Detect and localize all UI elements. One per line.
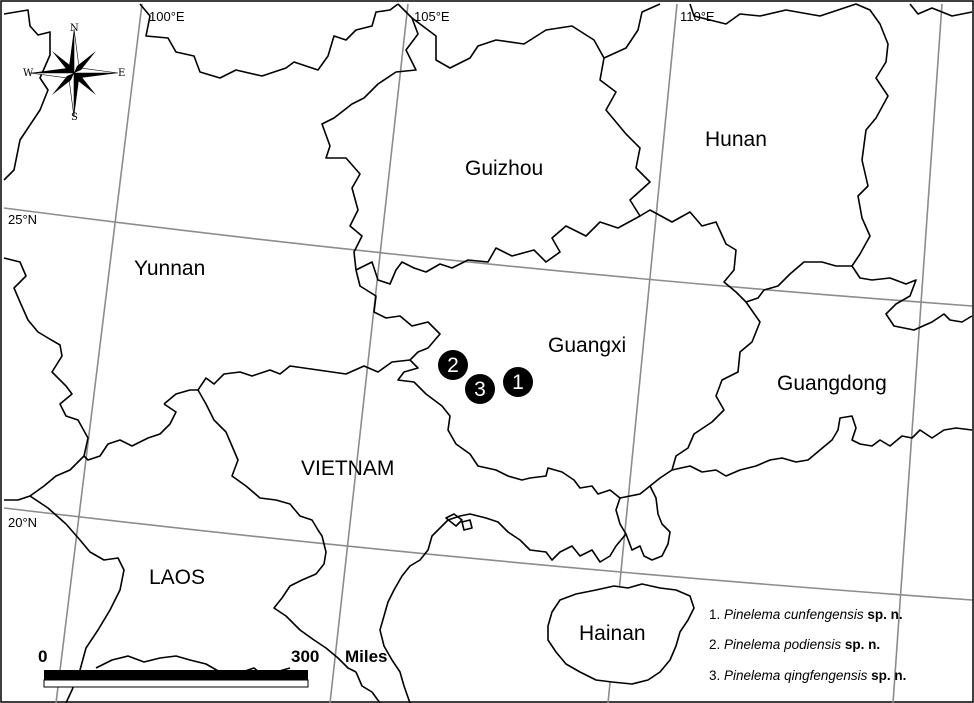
legend-number: 3.: [709, 668, 721, 683]
border-yunnan-vietnam: [163, 359, 411, 405]
islet-2: [461, 519, 473, 531]
coast-vietnam: [379, 497, 627, 703]
border-north-right: [909, 3, 973, 17]
border-laos-south: [29, 495, 125, 703]
legend-item-1: 1. Pinelema cunfengensis sp. n.: [709, 608, 903, 622]
legend-suffix: sp. n.: [844, 637, 881, 652]
border-hunan-guangxi: [639, 209, 852, 303]
parallel-20n: [3, 507, 973, 601]
scale-end-label: 300: [291, 647, 320, 666]
hainan-island: [547, 583, 695, 685]
compass-east-label: E: [118, 68, 126, 79]
compass-north-label: N: [70, 23, 79, 34]
legend-genus: Pinelema: [724, 668, 781, 683]
legend-suffix: sp. n.: [871, 668, 907, 683]
border-north-1: [139, 3, 399, 79]
parallel-20n-label: 20°N: [8, 515, 38, 530]
scale-bar: [43, 670, 309, 688]
legend-item-3: 3. Pinelema qingfengensis sp. n.: [709, 669, 906, 683]
compass-west-label: W: [23, 68, 34, 79]
legend-genus: Pinelema: [724, 607, 781, 622]
meridian-105e-label: 105°E: [414, 9, 450, 24]
border-north-2: [321, 3, 419, 271]
coastlines: [379, 415, 973, 703]
region-label-vietnam: VIETNAM: [301, 457, 395, 480]
legend-species: podiensis: [784, 637, 842, 652]
border-guangxi-guangdong: [619, 301, 761, 499]
region-label-guangdong: Guangdong: [777, 372, 887, 395]
locality-marker-1: 1: [503, 367, 533, 397]
legend-species: cunfengensis: [784, 607, 864, 622]
legend-suffix: sp. n.: [867, 607, 903, 622]
meridian-100e: [55, 3, 143, 703]
graticule: [3, 3, 973, 703]
border-laos-east: [355, 671, 381, 703]
legend-number: 1.: [709, 607, 721, 622]
scale-start-label: 0: [38, 647, 48, 666]
meridian-105e: [329, 3, 409, 703]
locality-marker-3: 3: [465, 374, 495, 404]
border-vietnam-laos: [197, 389, 357, 673]
meridian-110e-label: 110°E: [680, 9, 715, 24]
region-label-yunnan: Yunnan: [134, 257, 206, 280]
border-yunnan-laos: [83, 403, 177, 461]
region-label-laos: LAOS: [149, 566, 206, 589]
meridian-100e-label: 100°E: [149, 9, 185, 24]
region-label-guizhou: Guizhou: [465, 157, 544, 180]
border-west-lower: [3, 257, 89, 501]
region-label-hainan: Hainan: [579, 622, 646, 645]
legend-species: qingfengensis: [784, 668, 868, 683]
coast-guangdong: [625, 485, 671, 561]
region-label-hunan: Hunan: [705, 128, 767, 151]
compass-south-label: S: [71, 112, 78, 123]
islet-1: [445, 513, 463, 527]
legend-item-2: 2. Pinelema podiensis sp. n.: [709, 638, 880, 652]
border-hunan: [603, 3, 661, 59]
region-label-guangxi: Guangxi: [548, 334, 627, 357]
legend-genus: Pinelema: [724, 637, 781, 652]
legend-number: 2.: [709, 637, 721, 652]
scale-unit-label: Miles: [345, 647, 388, 666]
parallel-25n: [3, 207, 973, 307]
border-hunan-east: [689, 3, 973, 331]
border-west: [3, 9, 51, 181]
parallel-25n-label: 25°N: [8, 212, 38, 227]
compass-rose: [29, 28, 119, 118]
locality-marker-2: 2: [438, 350, 468, 380]
border-yunnan-guangxi: [355, 269, 621, 499]
border-guizhou-north: [355, 17, 651, 285]
meridian-115e: [892, 3, 943, 703]
coast-guangdong-east: [671, 415, 973, 477]
